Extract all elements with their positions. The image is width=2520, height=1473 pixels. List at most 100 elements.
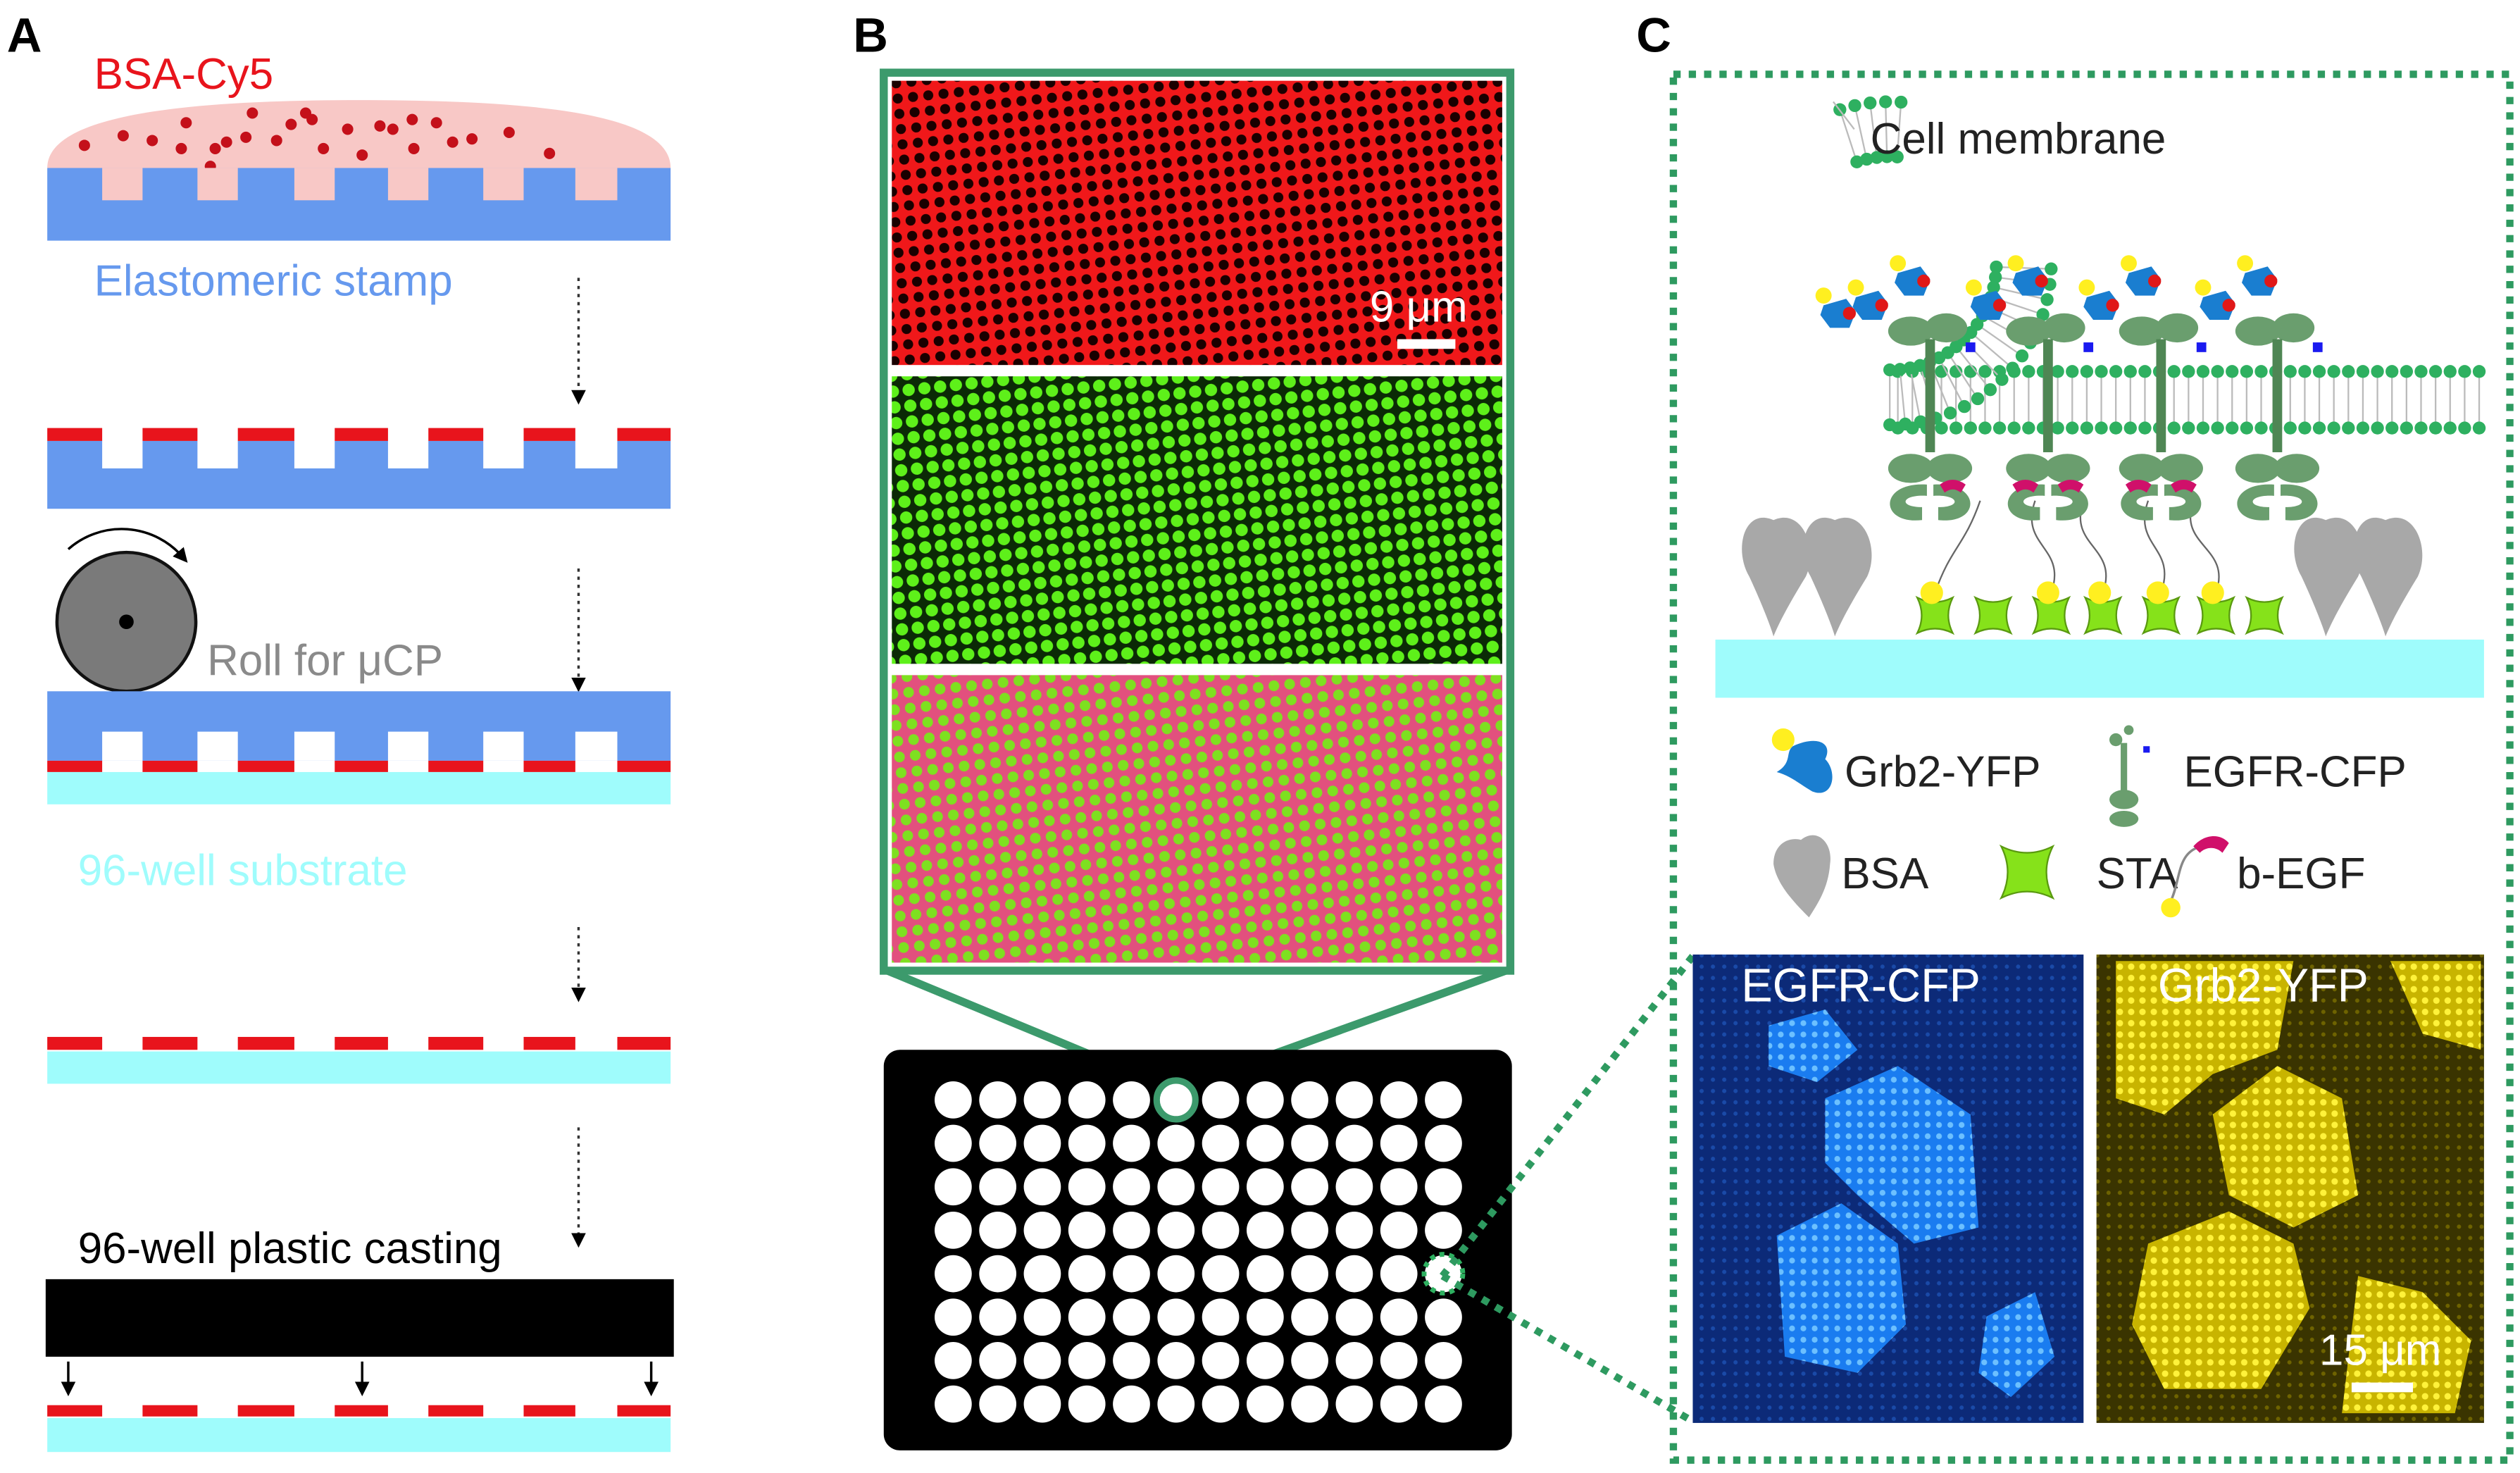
lipid-head xyxy=(2196,365,2210,378)
lipid-head xyxy=(1903,361,1917,375)
yfp-tag xyxy=(1965,279,1982,296)
panel-a: A BSA-Cy5 Elastomeric stamp Roll for μCP… xyxy=(7,8,674,1453)
egfr-receptor xyxy=(2195,255,2323,521)
lipid-head xyxy=(1893,363,1907,376)
bsa-cy5-molecule xyxy=(240,131,252,143)
stamp-notch xyxy=(294,168,335,201)
lipid-head xyxy=(1971,392,1985,406)
well xyxy=(1068,1298,1106,1336)
extracellular-domain xyxy=(2157,454,2203,483)
substrate xyxy=(47,1051,671,1084)
kinase-domain xyxy=(2235,316,2281,346)
well xyxy=(935,1385,972,1423)
well xyxy=(1246,1385,1284,1423)
lipid-head xyxy=(1913,359,1927,372)
biotin xyxy=(2146,581,2169,604)
lipid-head xyxy=(2312,421,2326,435)
grb2-icon xyxy=(1771,728,1833,793)
lipid-head xyxy=(2443,365,2457,378)
cell-membrane-label: Cell membrane xyxy=(1871,115,2166,163)
lipid-head xyxy=(2045,262,2058,275)
lipid-head xyxy=(1914,415,1928,428)
stamp-notch xyxy=(197,731,238,761)
ink-stripe xyxy=(142,760,198,772)
bsa-cy5-molecule xyxy=(247,107,258,119)
well xyxy=(1335,1298,1373,1336)
lipid-head xyxy=(2051,365,2064,378)
zoom-connector-lines xyxy=(1440,954,1696,1425)
roller xyxy=(55,528,198,693)
well xyxy=(1068,1342,1106,1379)
well xyxy=(1023,1168,1061,1206)
bsa-protein xyxy=(1803,517,1872,637)
well xyxy=(1157,1168,1195,1206)
lipid-head xyxy=(1978,365,1992,378)
ink-stripe xyxy=(142,1036,198,1050)
grb2 xyxy=(1895,266,1930,296)
streptavidin xyxy=(2141,595,2181,635)
yfp-tag xyxy=(2007,255,2024,272)
lipid-head xyxy=(2123,365,2137,378)
well xyxy=(1380,1168,1418,1206)
grb2-site xyxy=(1917,274,1930,288)
lipid-head xyxy=(2472,421,2486,435)
grb2-yfp-image-label: Grb2-YFP xyxy=(2158,960,2369,1012)
lipid-head xyxy=(2371,365,2384,378)
well xyxy=(1246,1342,1284,1379)
extracellular-domain xyxy=(2045,454,2090,483)
lipid-head xyxy=(1898,417,1912,431)
lipid-tail xyxy=(1996,266,2052,270)
transmembrane-stem xyxy=(2272,339,2283,452)
lipid-head xyxy=(2080,365,2094,378)
well xyxy=(1291,1342,1328,1379)
grb2-site xyxy=(1842,306,1857,320)
well xyxy=(1291,1081,1328,1119)
ink-stripe xyxy=(335,428,388,441)
ink-stripe xyxy=(237,1036,294,1050)
well xyxy=(1113,1385,1150,1423)
stamp-notch xyxy=(197,426,238,468)
well xyxy=(1023,1342,1061,1379)
patterned-substrate xyxy=(47,1036,671,1084)
lipid-head xyxy=(2254,421,2268,435)
well xyxy=(1023,1385,1061,1423)
well xyxy=(1023,1124,1061,1162)
b-egf-icon xyxy=(2161,836,2229,918)
grb2-site xyxy=(2222,299,2235,312)
bsa-cy5-molecule xyxy=(270,135,282,147)
ink-stripe xyxy=(237,428,294,441)
well xyxy=(1113,1212,1150,1249)
lipid-head xyxy=(2400,421,2414,435)
highlighted-well xyxy=(1153,1077,1199,1123)
lipid-head xyxy=(2414,421,2428,435)
ink-stripe xyxy=(428,428,484,441)
stamp-body xyxy=(47,691,671,761)
egfr-icon xyxy=(2109,725,2150,827)
well xyxy=(1068,1168,1106,1206)
assembly-arrows xyxy=(61,1361,659,1397)
lipid-head xyxy=(1870,151,1883,164)
bsa-cy5-molecule xyxy=(356,149,368,161)
rotation-arrow-icon xyxy=(67,528,188,563)
lipid-head xyxy=(2298,421,2312,435)
ligand-binding-domain xyxy=(2007,484,2045,521)
lipid-head xyxy=(2006,361,2019,375)
lipid-head xyxy=(2428,421,2443,435)
bsa-cy5-molecules xyxy=(78,107,556,173)
egfr-cfp-image-label: EGFR-CFP xyxy=(1741,960,1981,1012)
well xyxy=(1202,1168,1240,1206)
bsa-protein xyxy=(2294,517,2363,637)
legend-b-egf-label: b-EGF xyxy=(2237,850,2365,898)
well xyxy=(1202,1298,1240,1336)
biotin xyxy=(1920,581,1943,604)
b-egf xyxy=(1940,479,1966,493)
well xyxy=(1335,1081,1373,1119)
well xyxy=(1425,1212,1462,1249)
kinase-domain xyxy=(1888,316,1934,346)
yfp-tag xyxy=(1847,279,1864,296)
well xyxy=(1068,1212,1106,1249)
bsa-cy5-molecule xyxy=(209,142,221,154)
bsa-proteins xyxy=(1742,517,2423,637)
well xyxy=(1246,1255,1284,1293)
egfr-receptor xyxy=(1965,255,2094,521)
